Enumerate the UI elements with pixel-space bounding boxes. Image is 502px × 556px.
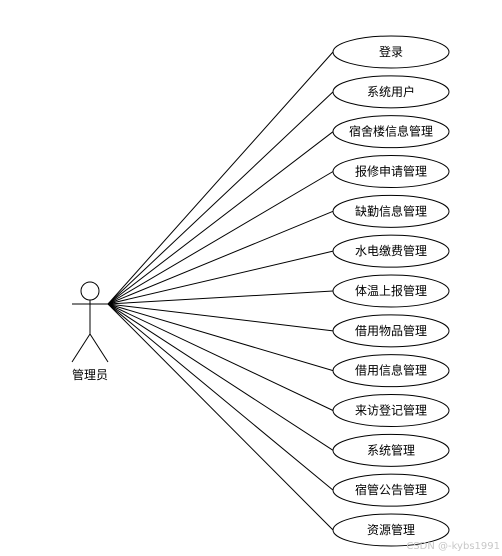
- association-line: [107, 91, 334, 305]
- use-case: 报修申请管理: [332, 155, 450, 188]
- use-case-ellipse: [332, 394, 450, 427]
- use-case: 系统管理: [332, 433, 450, 467]
- use-case: 水电缴费管理: [332, 234, 450, 268]
- use-case-ellipse: [332, 75, 450, 109]
- use-case: 借用物品管理: [332, 314, 450, 348]
- actor-head: [80, 281, 100, 301]
- use-case-label: 登录: [379, 44, 403, 59]
- use-case-label: 缺勤信息管理: [355, 203, 427, 218]
- association-line: [107, 303, 334, 372]
- association-line: [107, 171, 334, 305]
- watermark: CSDN @-kybs1991: [406, 541, 500, 552]
- use-case: 来访登记管理: [332, 394, 450, 427]
- use-case-label: 宿舍楼信息管理: [349, 124, 433, 139]
- use-case: 宿管公告管理: [332, 473, 450, 507]
- association-line: [107, 303, 334, 332]
- use-case: 系统用户: [332, 75, 450, 109]
- use-case-label: 宿管公告管理: [355, 482, 427, 497]
- association-line: [107, 51, 334, 305]
- use-case: 资源管理: [332, 513, 450, 547]
- association-line: [107, 250, 334, 305]
- association-line: [107, 290, 334, 305]
- association-line: [107, 210, 334, 305]
- actor-right-leg: [89, 333, 109, 363]
- use-case-label: 借用物品管理: [355, 323, 427, 338]
- use-case-label: 系统管理: [367, 442, 415, 457]
- use-case-ellipse: [332, 115, 450, 149]
- use-case-label: 资源管理: [367, 522, 415, 537]
- actor-left-leg: [71, 333, 91, 363]
- use-case-ellipse: [332, 314, 450, 348]
- use-case-label: 报修申请管理: [355, 164, 427, 179]
- use-case-label: 借用信息管理: [355, 363, 427, 378]
- use-case-ellipse: [332, 513, 450, 547]
- use-case-ellipse: [332, 433, 450, 467]
- use-case-ellipse: [332, 274, 450, 308]
- association-lines: [107, 51, 334, 531]
- use-case: 缺勤信息管理: [332, 194, 450, 228]
- use-case: 登录: [332, 35, 450, 69]
- association-line: [107, 131, 334, 305]
- association-line: [107, 303, 334, 411]
- use-case-label: 水电缴费管理: [355, 243, 427, 258]
- association-line: [107, 303, 334, 491]
- use-case-ellipse: [332, 473, 450, 507]
- use-case-label: 来访登记管理: [355, 403, 427, 418]
- association-line: [107, 303, 334, 451]
- use-case-label: 体温上报管理: [355, 283, 427, 298]
- use-case-label: 系统用户: [367, 84, 415, 99]
- use-case-ellipse: [332, 234, 450, 268]
- use-cases: 登录系统用户宿舍楼信息管理报修申请管理缺勤信息管理水电缴费管理体温上报管理借用物…: [332, 35, 450, 547]
- use-case: 体温上报管理: [332, 274, 450, 308]
- actor: 管理员: [71, 281, 109, 382]
- actor-label: 管理员: [72, 367, 108, 382]
- use-case-ellipse: [332, 35, 450, 69]
- use-case-ellipse: [332, 155, 450, 188]
- use-case-ellipse: [332, 354, 450, 388]
- use-case: 宿舍楼信息管理: [332, 115, 450, 149]
- association-line: [107, 303, 334, 531]
- use-case: 借用信息管理: [332, 354, 450, 388]
- use-case-ellipse: [332, 194, 450, 228]
